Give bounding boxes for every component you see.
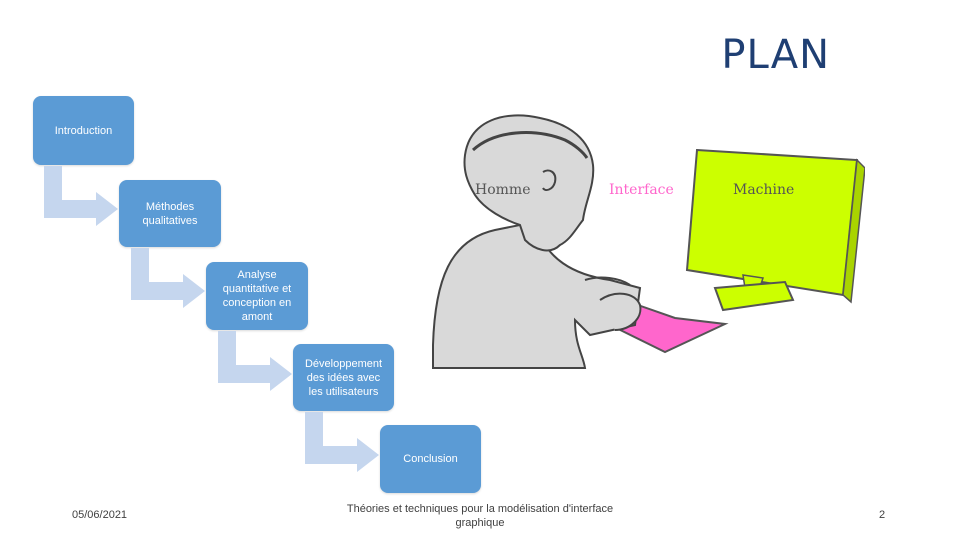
connector-arrow-4	[305, 412, 379, 472]
monitor-icon	[685, 148, 865, 312]
connector-arrow-3	[218, 331, 292, 391]
label-machine: Machine	[733, 182, 794, 198]
footer-date: 05/06/2021	[72, 509, 128, 521]
human-computer-illustration: Homme Interface Machine	[432, 114, 865, 369]
step-conclusion[interactable]: Conclusion	[380, 425, 481, 493]
step-developpement-idees[interactable]: Développement des idées avec les utilisa…	[293, 344, 394, 411]
slide-title: PLAN	[721, 32, 830, 78]
connector-arrow-1	[44, 166, 118, 226]
footer-page-number: 2	[879, 509, 886, 521]
person-icon	[432, 114, 642, 369]
label-interface: Interface	[609, 182, 674, 198]
label-human: Homme	[475, 182, 530, 198]
step-introduction[interactable]: Introduction	[33, 96, 134, 165]
connector-arrow-2	[131, 248, 205, 308]
footer-title: Théories et techniques pour la modélisat…	[346, 503, 614, 529]
step-methodes-qualitatives[interactable]: Méthodes qualitatives	[119, 180, 221, 247]
step-analyse-quantitative[interactable]: Analyse quantitative et conception en am…	[206, 262, 308, 330]
